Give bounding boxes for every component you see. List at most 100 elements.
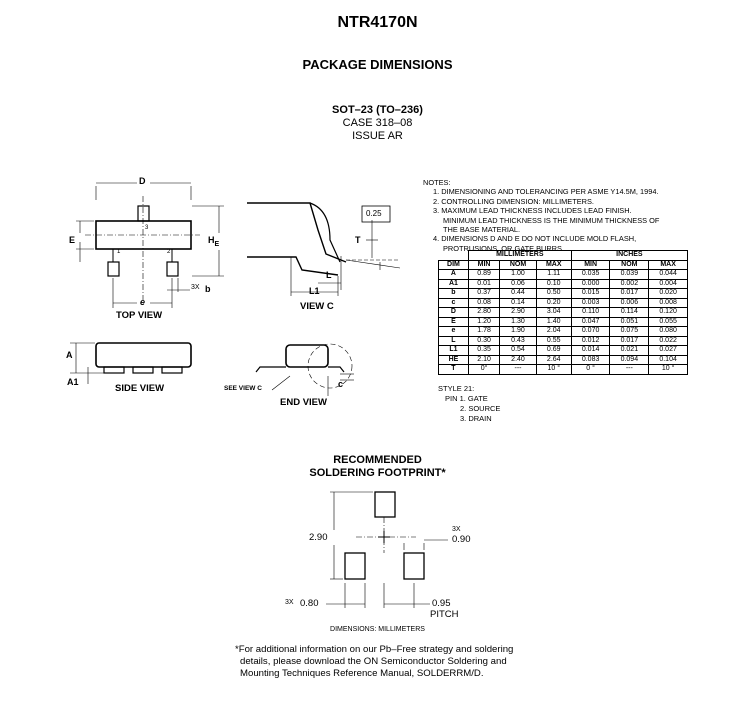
value-cell: 0.002 — [609, 278, 650, 289]
dimension-table: MILLIMETERS INCHES DIM MIN NOM MAX MIN N… — [438, 250, 689, 375]
dim-cell: A1 — [438, 278, 469, 289]
footprint-pitch: 0.95 — [432, 598, 451, 609]
style-pin-2: 2. SOURCE — [460, 404, 501, 413]
side-view-body — [95, 342, 192, 368]
style-21: STYLE 21: PIN 1. GATE 2. SOURCE 3. DRAIN — [438, 384, 500, 424]
footprint-h: 2.90 — [309, 532, 328, 543]
value-cell: 0.10 — [535, 278, 572, 289]
label-L1: L1 — [309, 286, 320, 296]
label-D: D — [139, 176, 146, 186]
label-pin3: 3 — [145, 225, 149, 231]
col-header: NOM — [499, 259, 537, 270]
footprint-pad-3 — [374, 491, 396, 518]
dim-cell: c — [438, 297, 469, 308]
view-c-label: VIEW C — [300, 301, 334, 312]
value-cell: 1.78 — [467, 326, 501, 337]
label-gauge: 0.25 — [366, 209, 382, 218]
value-cell: 0.014 — [570, 345, 611, 356]
value-cell: 0.110 — [570, 307, 611, 318]
value-cell: 0.54 — [499, 345, 537, 356]
dim-cell: E — [438, 316, 469, 327]
table-header-row: DIM MIN NOM MAX MIN NOM MAX — [438, 259, 688, 270]
value-cell: --- — [609, 364, 650, 375]
footprint-pad-1 — [344, 552, 366, 580]
dim-cell: HE — [438, 354, 469, 365]
top-view-pin2 — [166, 261, 179, 277]
label-L: L — [326, 270, 332, 280]
note-4-cont: PROTRUSIONS, OR GATE BURRS. — [443, 243, 564, 253]
value-cell: 0.004 — [648, 278, 688, 289]
value-cell: 1.30 — [499, 316, 537, 327]
footprint-pad-w-prefix: 3X — [452, 526, 461, 533]
col-header: MIN — [467, 259, 501, 270]
value-cell: 0.044 — [648, 269, 688, 280]
label-HE: HE — [208, 235, 220, 248]
value-cell: 0.075 — [609, 326, 650, 337]
footnote-line2: details, please download the ON Semicond… — [240, 656, 507, 667]
value-cell: 0.44 — [499, 288, 537, 299]
value-cell: 0.000 — [570, 278, 611, 289]
value-cell: 0.14 — [499, 297, 537, 308]
value-cell: 0.015 — [570, 288, 611, 299]
value-cell: 0.055 — [648, 316, 688, 327]
label-pin1: 1 — [117, 249, 121, 255]
value-cell: 0.69 — [535, 345, 572, 356]
footnote: *For additional information on our Pb–Fr… — [235, 644, 595, 680]
end-view-label: END VIEW — [280, 397, 327, 408]
value-cell: 2.04 — [535, 326, 572, 337]
footprint-pad-h-prefix: 3X — [285, 599, 294, 606]
col-header: DIM — [438, 259, 469, 270]
value-cell: 0.020 — [648, 288, 688, 299]
recommended-title: RECOMMENDED SOLDERING FOOTPRINT* — [0, 454, 755, 480]
footprint-pad-w: 0.90 — [452, 534, 471, 545]
value-cell: 0.104 — [648, 354, 688, 365]
value-cell: 0.017 — [609, 335, 650, 346]
value-cell: 0.89 — [467, 269, 501, 280]
dim-cell: L1 — [438, 345, 469, 356]
value-cell: 0.008 — [648, 297, 688, 308]
value-cell: 1.90 — [499, 326, 537, 337]
value-cell: 0.37 — [467, 288, 501, 299]
package-name: SOT–23 (TO–236) — [332, 104, 423, 116]
value-cell: 0.20 — [535, 297, 572, 308]
footprint-pad-2 — [403, 552, 425, 580]
value-cell: 0.083 — [570, 354, 611, 365]
value-cell: 0.30 — [467, 335, 501, 346]
dim-cell: e — [438, 326, 469, 337]
style-heading: STYLE 21: — [438, 384, 475, 393]
section-title: PACKAGE DIMENSIONS — [302, 57, 453, 72]
value-cell: 2.80 — [467, 307, 501, 318]
package-case: CASE 318–08 — [342, 117, 413, 129]
notes-heading: NOTES: — [423, 178, 451, 187]
value-cell: 1.00 — [499, 269, 537, 280]
package-issue: ISSUE AR — [352, 130, 403, 142]
value-cell: 0.120 — [648, 307, 688, 318]
value-cell: 2.10 — [467, 354, 501, 365]
value-cell: 0.006 — [609, 297, 650, 308]
value-cell: 10 ° — [535, 364, 572, 375]
value-cell: 0.080 — [648, 326, 688, 337]
value-cell: 0.039 — [609, 269, 650, 280]
col-header: NOM — [609, 259, 650, 270]
note-2: 2. CONTROLLING DIMENSION: MILLIMETERS. — [433, 196, 594, 206]
dim-cell: D — [438, 307, 469, 318]
label-E: E — [69, 235, 76, 245]
label-b: b — [205, 284, 211, 294]
col-header: MAX — [535, 259, 572, 270]
label-b-count: 3X — [191, 284, 200, 291]
value-cell: 0.01 — [467, 278, 501, 289]
value-cell: 0.43 — [499, 335, 537, 346]
notes: NOTES: 1. DIMENSIONING AND TOLERANCING P… — [423, 178, 659, 253]
note-3-cont: MINIMUM LEAD THICKNESS IS THE MINIMUM TH… — [443, 215, 660, 225]
value-cell: 3.04 — [535, 307, 572, 318]
value-cell: 0.08 — [467, 297, 501, 308]
footnote-line1: *For additional information on our Pb–Fr… — [235, 644, 514, 655]
package-header: SOT–23 (TO–236) CASE 318–08 ISSUE AR — [0, 104, 755, 143]
